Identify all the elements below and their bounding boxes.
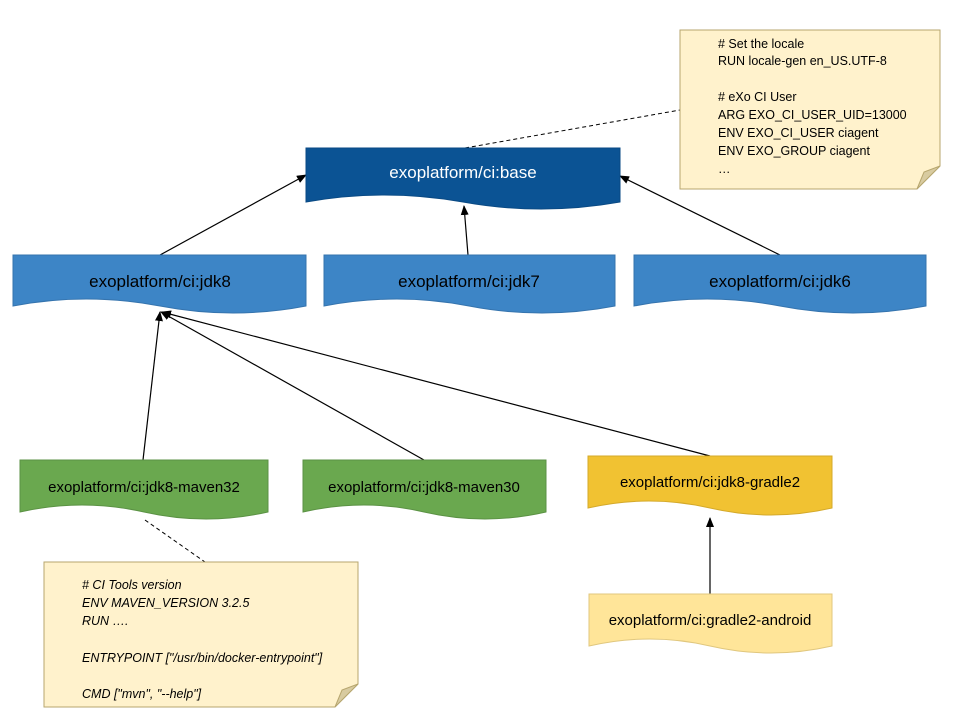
node-jdk8-gradle2-shape	[587, 455, 833, 516]
node-jdk8-maven32-shape	[19, 459, 269, 520]
base-note-line-3: # eXo CI User	[718, 90, 797, 104]
edge-maven30-to-jdk8	[160, 311, 425, 461]
maven-note-line-5: CMD ["mvn", "--help"]	[82, 687, 202, 701]
node-gradle2-android[interactable]: exoplatform/ci:gradle2-android	[588, 593, 833, 654]
node-base-shape	[305, 147, 621, 210]
edge-jdk6-to-base	[619, 175, 781, 256]
edge-jdk8-to-base	[159, 174, 307, 256]
maven-note-line-1: # CI Tools version	[82, 578, 182, 592]
node-jdk8-gradle2[interactable]: exoplatform/ci:jdk8-gradle2	[587, 455, 833, 516]
node-jdk6-label: exoplatform/ci:jdk6	[709, 272, 851, 291]
node-base[interactable]: exoplatform/ci:base	[305, 147, 621, 210]
node-base-label: exoplatform/ci:base	[389, 163, 536, 182]
maven-note-connector	[144, 519, 206, 563]
node-gradle2-android-shape	[588, 593, 833, 654]
node-jdk8-maven30-shape	[302, 459, 547, 520]
maven-dockerfile-note: # CI Tools version ENV MAVEN_VERSION 3.2…	[43, 561, 359, 708]
base-note-line-5: ENV EXO_CI_USER ciagent	[718, 126, 879, 140]
maven-note-line-2: ENV MAVEN_VERSION 3.2.5	[82, 596, 249, 610]
maven-note-fold	[334, 683, 359, 708]
node-jdk8-maven32-label: exoplatform/ci:jdk8-maven32	[48, 479, 240, 496]
edge-jdk7-to-base	[460, 205, 469, 256]
node-jdk7-shape	[323, 254, 616, 314]
node-jdk6[interactable]: exoplatform/ci:jdk6	[633, 254, 927, 314]
maven-note-line-4: ENTRYPOINT ["/usr/bin/docker-entrypoint"…	[82, 651, 323, 665]
base-note-connector	[464, 109, 681, 149]
node-jdk8-gradle2-label: exoplatform/ci:jdk8-gradle2	[620, 474, 800, 491]
node-jdk8-label: exoplatform/ci:jdk8	[89, 272, 231, 291]
base-note-line-2: RUN locale-gen en_US.UTF-8	[718, 54, 887, 68]
node-jdk8-shape	[12, 254, 307, 314]
base-note-line-7: …	[718, 162, 731, 176]
edge-gradle2-to-jdk8	[161, 310, 711, 457]
edges	[142, 109, 781, 594]
node-jdk7[interactable]: exoplatform/ci:jdk7	[323, 254, 616, 314]
base-note-line-1: # Set the locale	[718, 37, 804, 51]
node-jdk6-shape	[633, 254, 927, 314]
node-jdk8-maven30-label: exoplatform/ci:jdk8-maven30	[328, 479, 520, 496]
node-jdk8[interactable]: exoplatform/ci:jdk8	[12, 254, 307, 314]
base-note-line-4: ARG EXO_CI_USER_UID=13000	[718, 108, 907, 122]
node-jdk8-maven30[interactable]: exoplatform/ci:jdk8-maven30	[302, 459, 547, 520]
base-dockerfile-note: # Set the locale RUN locale-gen en_US.UT…	[679, 29, 941, 190]
maven-note-line-3: RUN ….	[82, 614, 129, 628]
edge-maven32-to-jdk8	[142, 311, 163, 461]
node-jdk7-label: exoplatform/ci:jdk7	[398, 272, 540, 291]
base-note-line-6: ENV EXO_GROUP ciagent	[718, 144, 870, 158]
base-note-fold	[916, 165, 941, 190]
node-gradle2-android-label: exoplatform/ci:gradle2-android	[609, 612, 812, 629]
node-jdk8-maven32[interactable]: exoplatform/ci:jdk8-maven32	[19, 459, 269, 520]
